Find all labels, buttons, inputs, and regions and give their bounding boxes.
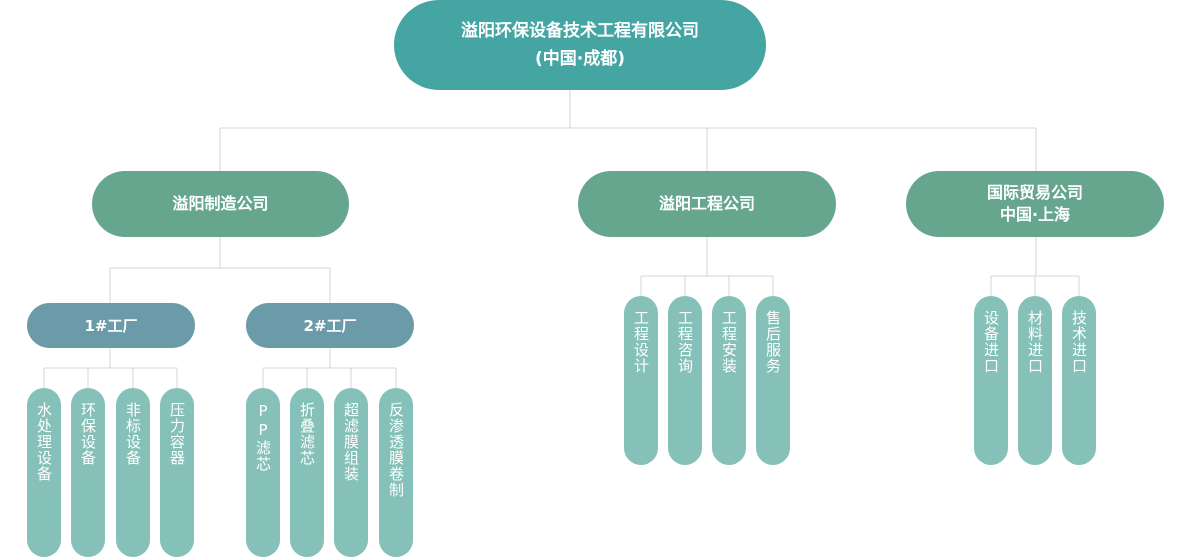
division-trade-label: 国际贸易公司 bbox=[986, 183, 1083, 202]
leaf-label: 反渗透膜卷制 bbox=[387, 402, 405, 498]
leaf-label: 工程设计 bbox=[632, 310, 650, 374]
leaf-factory1-product-3: 非标设备 bbox=[116, 388, 150, 557]
leaf-engineering-service-1: 工程设计 bbox=[624, 296, 658, 465]
factory-1-label: 1#工厂 bbox=[84, 317, 138, 335]
leaf-engineering-service-3: 工程安装 bbox=[712, 296, 746, 465]
leaf-factory1-product-4: 压力容器 bbox=[160, 388, 194, 557]
leaf-label: 工程安装 bbox=[720, 310, 738, 374]
leaf-label: 超滤膜组装 bbox=[342, 402, 360, 482]
leaf-factory2-product-1: PP滤芯 bbox=[246, 388, 280, 557]
leaf-label: 设备进口 bbox=[982, 310, 1000, 374]
leaf-factory2-product-2: 折叠滤芯 bbox=[290, 388, 324, 557]
leaf-factory1-product-2: 环保设备 bbox=[71, 388, 105, 557]
leaf-label: 环保设备 bbox=[79, 402, 97, 466]
factory-1: 1#工厂 bbox=[27, 303, 195, 348]
division-manufacturing-label: 溢阳制造公司 bbox=[172, 194, 269, 213]
leaf-label: 非标设备 bbox=[124, 402, 142, 466]
leaf-trade-service-3: 技术进口 bbox=[1062, 296, 1096, 465]
division-trade-location: 中国·上海 bbox=[999, 205, 1071, 224]
leaf-factory2-product-4: 反渗透膜卷制 bbox=[379, 388, 413, 557]
division-engineering: 溢阳工程公司 bbox=[578, 171, 836, 237]
company-location: (中国·成都) bbox=[535, 49, 625, 69]
leaf-engineering-service-4: 售后服务 bbox=[756, 296, 790, 465]
leaf-label: 售后服务 bbox=[764, 310, 782, 374]
leaf-trade-service-1: 设备进口 bbox=[974, 296, 1008, 465]
leaf-label: 材料进口 bbox=[1026, 310, 1044, 374]
leaf-trade-service-2: 材料进口 bbox=[1018, 296, 1052, 465]
leaf-factory1-product-1: 水处理设备 bbox=[27, 388, 61, 557]
division-engineering-label: 溢阳工程公司 bbox=[658, 194, 755, 213]
company-name: 溢阳环保设备技术工程有限公司 bbox=[461, 21, 699, 41]
leaf-label: 工程咨询 bbox=[676, 310, 694, 374]
factory-2: 2#工厂 bbox=[246, 303, 414, 348]
leaf-label: 技术进口 bbox=[1070, 310, 1088, 374]
division-trade: 国际贸易公司 中国·上海 bbox=[906, 171, 1164, 237]
division-manufacturing: 溢阳制造公司 bbox=[92, 171, 349, 237]
factory-2-label: 2#工厂 bbox=[303, 317, 357, 335]
root-company-node: 溢阳环保设备技术工程有限公司 (中国·成都) bbox=[394, 0, 766, 90]
leaf-label: 水处理设备 bbox=[35, 402, 53, 482]
leaf-factory2-product-3: 超滤膜组装 bbox=[334, 388, 368, 557]
leaf-label: PP滤芯 bbox=[254, 402, 272, 472]
leaf-engineering-service-2: 工程咨询 bbox=[668, 296, 702, 465]
leaf-label: 折叠滤芯 bbox=[298, 402, 316, 466]
leaf-label: 压力容器 bbox=[168, 402, 186, 466]
